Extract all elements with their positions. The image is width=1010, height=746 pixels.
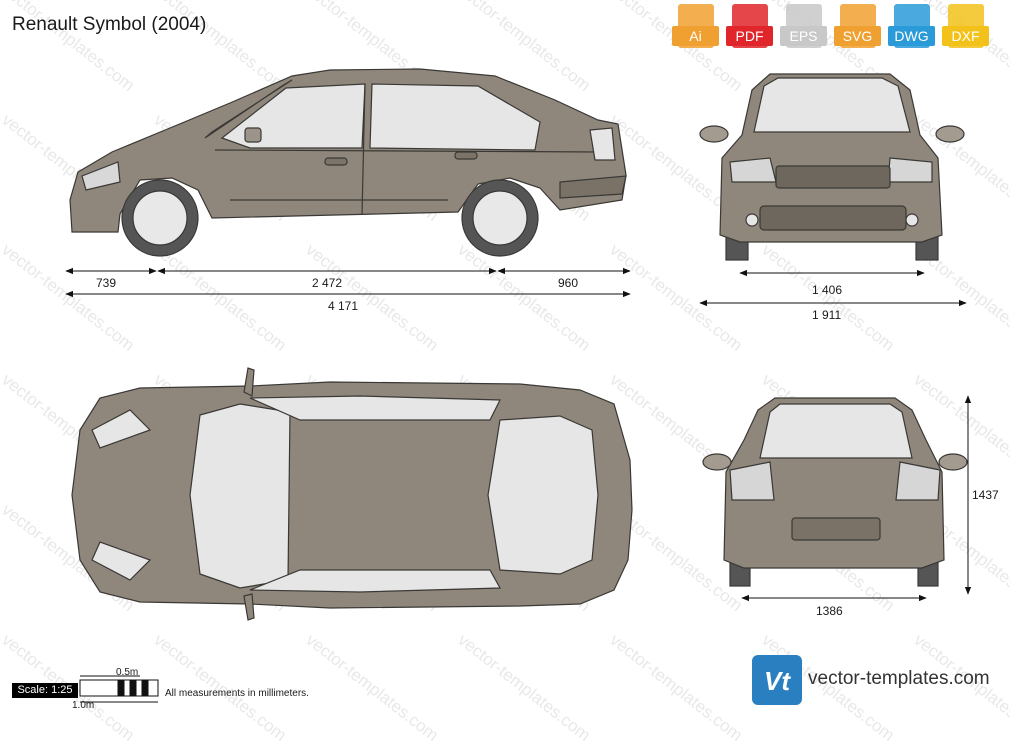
pdf-format-icon[interactable]: PDF	[726, 4, 773, 51]
scale-one-meter-label: 1.0m	[72, 700, 95, 711]
units-note: All measurements in millimeters.	[165, 688, 309, 699]
ai-format-icon[interactable]: Ai	[672, 4, 719, 51]
side-dimension-lines	[65, 267, 631, 298]
dwg-format-icon[interactable]: DWG	[888, 4, 935, 51]
vehicle-drawings	[65, 68, 972, 703]
eps-format-icon[interactable]: EPS	[780, 4, 827, 51]
brand-name[interactable]: vector-templates.com	[808, 668, 990, 689]
rear-overhang-label: 960	[558, 276, 579, 290]
width-label: 1 911	[812, 308, 842, 322]
scale-half-meter-label: 0.5m	[116, 667, 139, 678]
rear-dimension-lines	[741, 395, 972, 602]
top-view	[71, 367, 633, 621]
rear-track-label: 1386	[816, 604, 843, 618]
svg-format-icon[interactable]: SVG	[834, 4, 881, 51]
front-view	[699, 73, 965, 261]
front-overhang-label: 739	[96, 276, 117, 290]
front-track-label: 1 406	[812, 283, 843, 297]
height-label: 1437	[972, 488, 999, 502]
scale-label: Scale: 1:25	[12, 683, 78, 698]
rear-view	[702, 397, 968, 587]
vt-logo-icon[interactable]: Vt	[752, 655, 802, 705]
side-view	[69, 68, 627, 257]
scale-bar	[79, 675, 159, 703]
front-dimension-lines	[699, 269, 967, 307]
vt-logo-text: Vt	[764, 666, 791, 696]
format-badges: Ai PDF EPS SVG DWG DXF	[672, 4, 989, 51]
dxf-format-icon[interactable]: DXF	[942, 4, 989, 51]
wheelbase-label: 2 472	[312, 276, 343, 290]
length-label: 4 171	[328, 299, 359, 313]
page-title: Renault Symbol (2004)	[12, 14, 207, 35]
